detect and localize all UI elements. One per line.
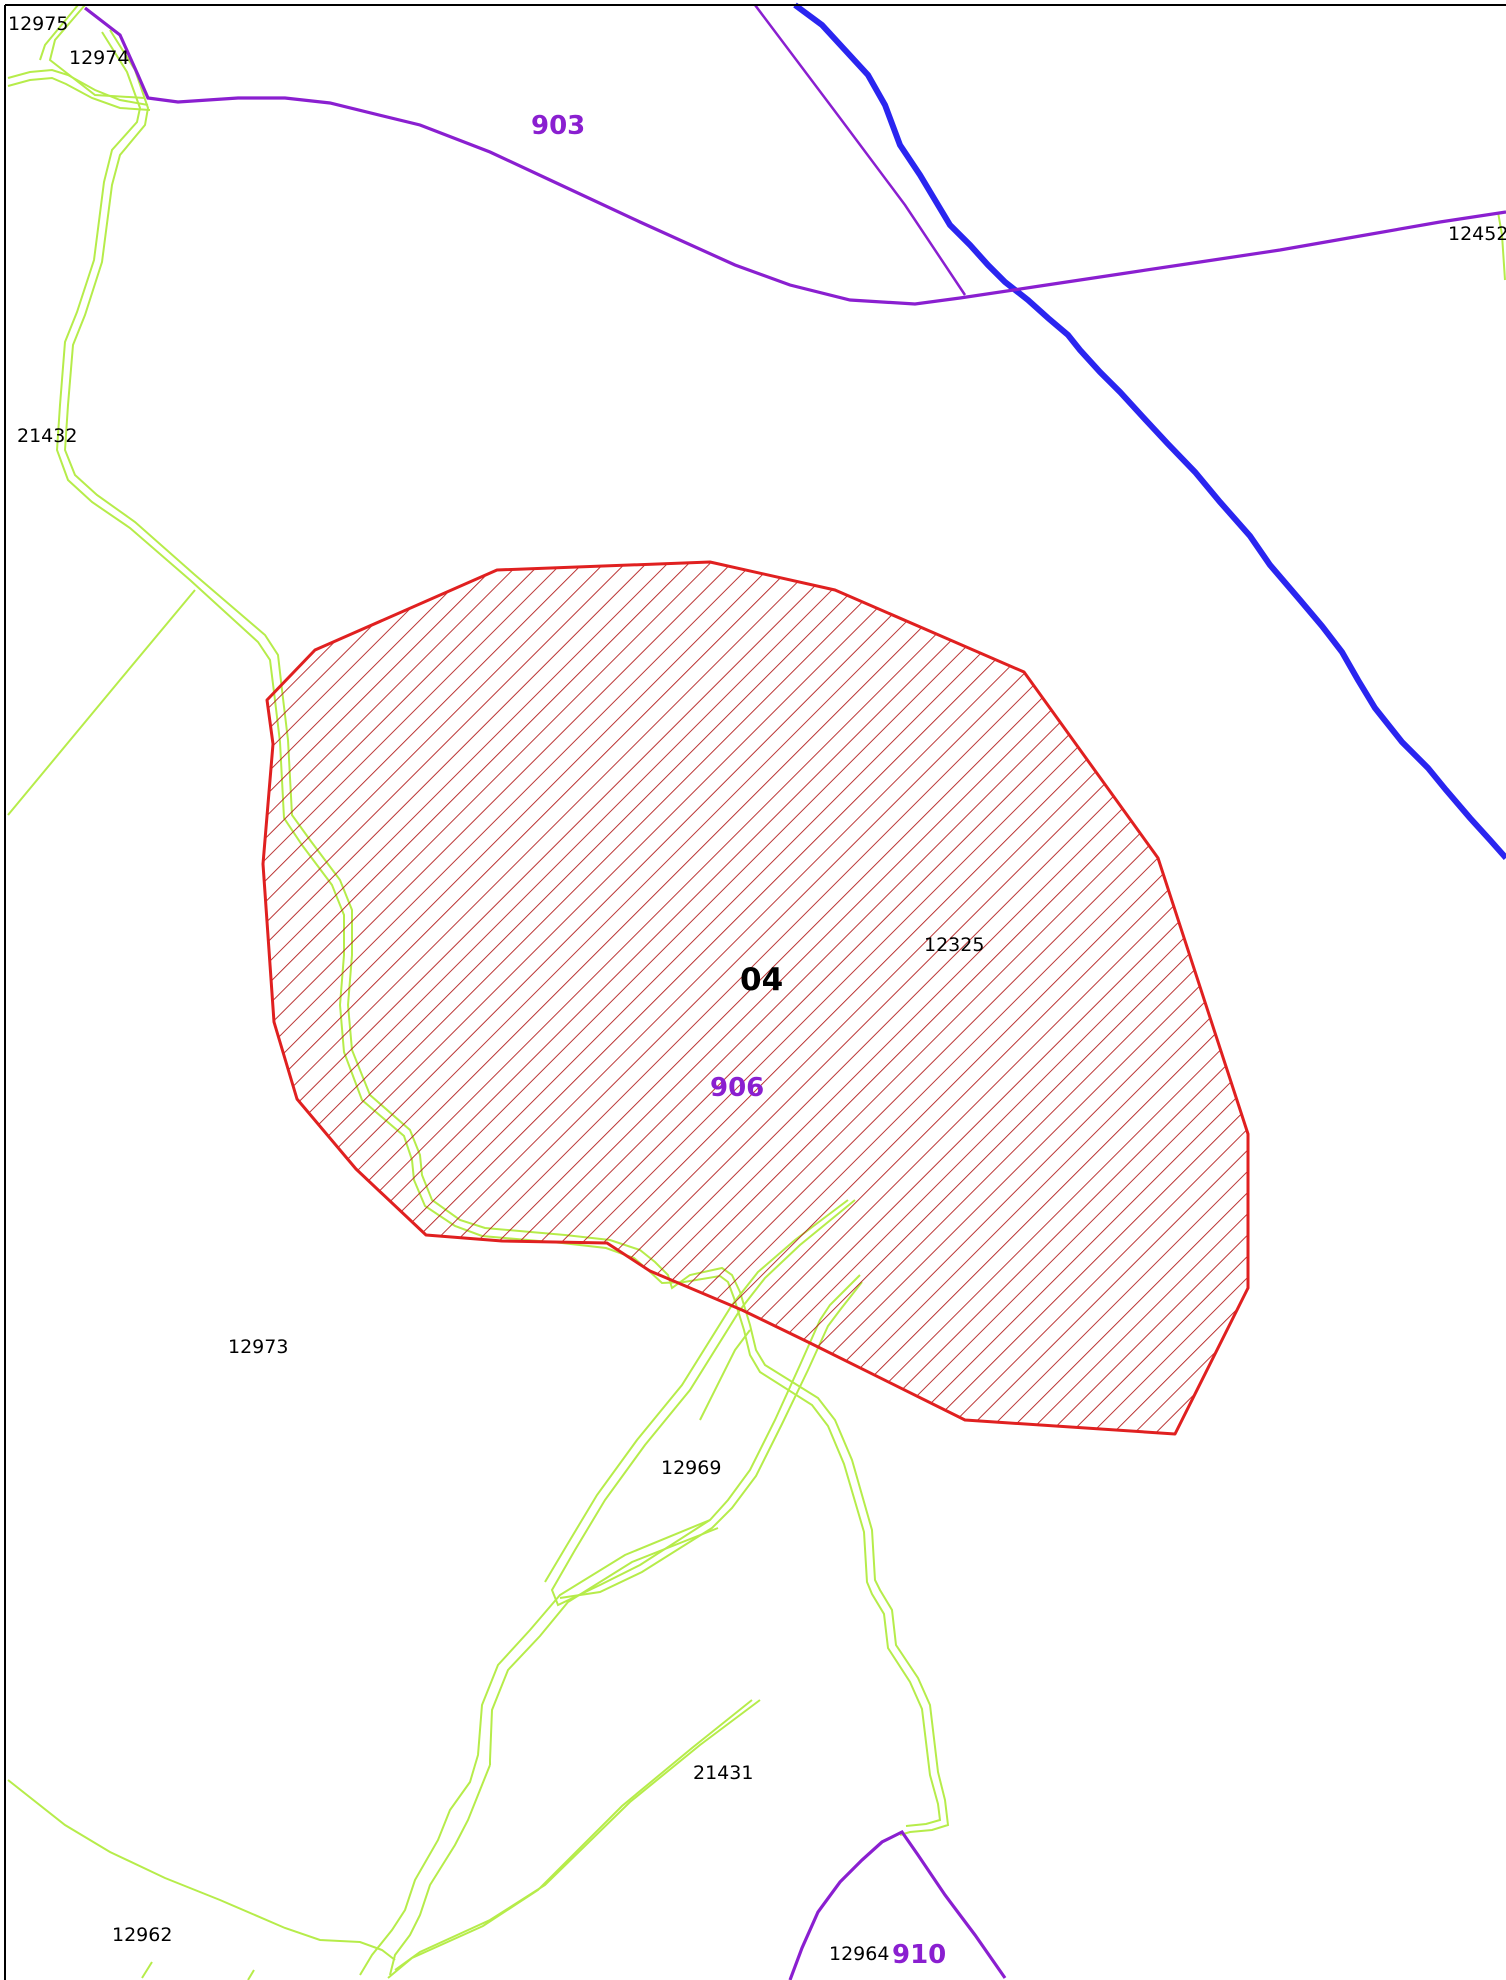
parcel-label-12452: 12452 <box>1448 223 1506 245</box>
zone-label: 04 <box>740 962 783 998</box>
parcel-boundary-line <box>394 1699 761 1971</box>
parcel-label-12974: 12974 <box>69 47 129 69</box>
parcel-boundary-line <box>489 1527 719 1765</box>
parcel-label-12975: 12975 <box>8 13 68 35</box>
section-boundary-910 <box>788 1829 1007 1980</box>
parcel-boundary-line <box>7 589 196 816</box>
parcel-label-12969: 12969 <box>661 1457 721 1479</box>
parcel-boundary-line <box>359 1519 711 1976</box>
parcel-boundary-line <box>141 1961 153 1979</box>
parcel-boundary-line <box>387 1699 753 1979</box>
section-label-910: 910 <box>892 1940 946 1970</box>
river <box>793 2 1506 860</box>
parcel-label-12962: 12962 <box>112 1924 172 1946</box>
parcel-boundary-line <box>7 76 151 111</box>
parcel-label-12325: 12325 <box>924 934 984 956</box>
section-boundaries <box>84 4 1506 1980</box>
parcel-label-21431: 21431 <box>693 1762 753 1784</box>
parcel-label-21432: 21432 <box>17 425 77 447</box>
parcel-label-12964: 12964 <box>829 1943 889 1965</box>
section-label-903: 903 <box>531 111 585 141</box>
parcel-boundary-line <box>699 1329 751 1421</box>
section-boundary-903 <box>84 6 1506 306</box>
parcel-boundary-line <box>247 1969 255 1980</box>
section-label-906: 906 <box>710 1073 764 1103</box>
parcel-boundary-line <box>389 1764 491 1976</box>
parcel-boundary-line <box>7 1779 396 1961</box>
parcel-label-12973: 12973 <box>228 1336 288 1358</box>
zone-04-area[interactable] <box>261 560 1250 1436</box>
parcel-boundary-line <box>39 4 79 61</box>
parcel-boundary-line <box>48 4 146 99</box>
section-boundary-line <box>754 4 967 296</box>
parcel-boundary-line <box>1497 211 1506 281</box>
